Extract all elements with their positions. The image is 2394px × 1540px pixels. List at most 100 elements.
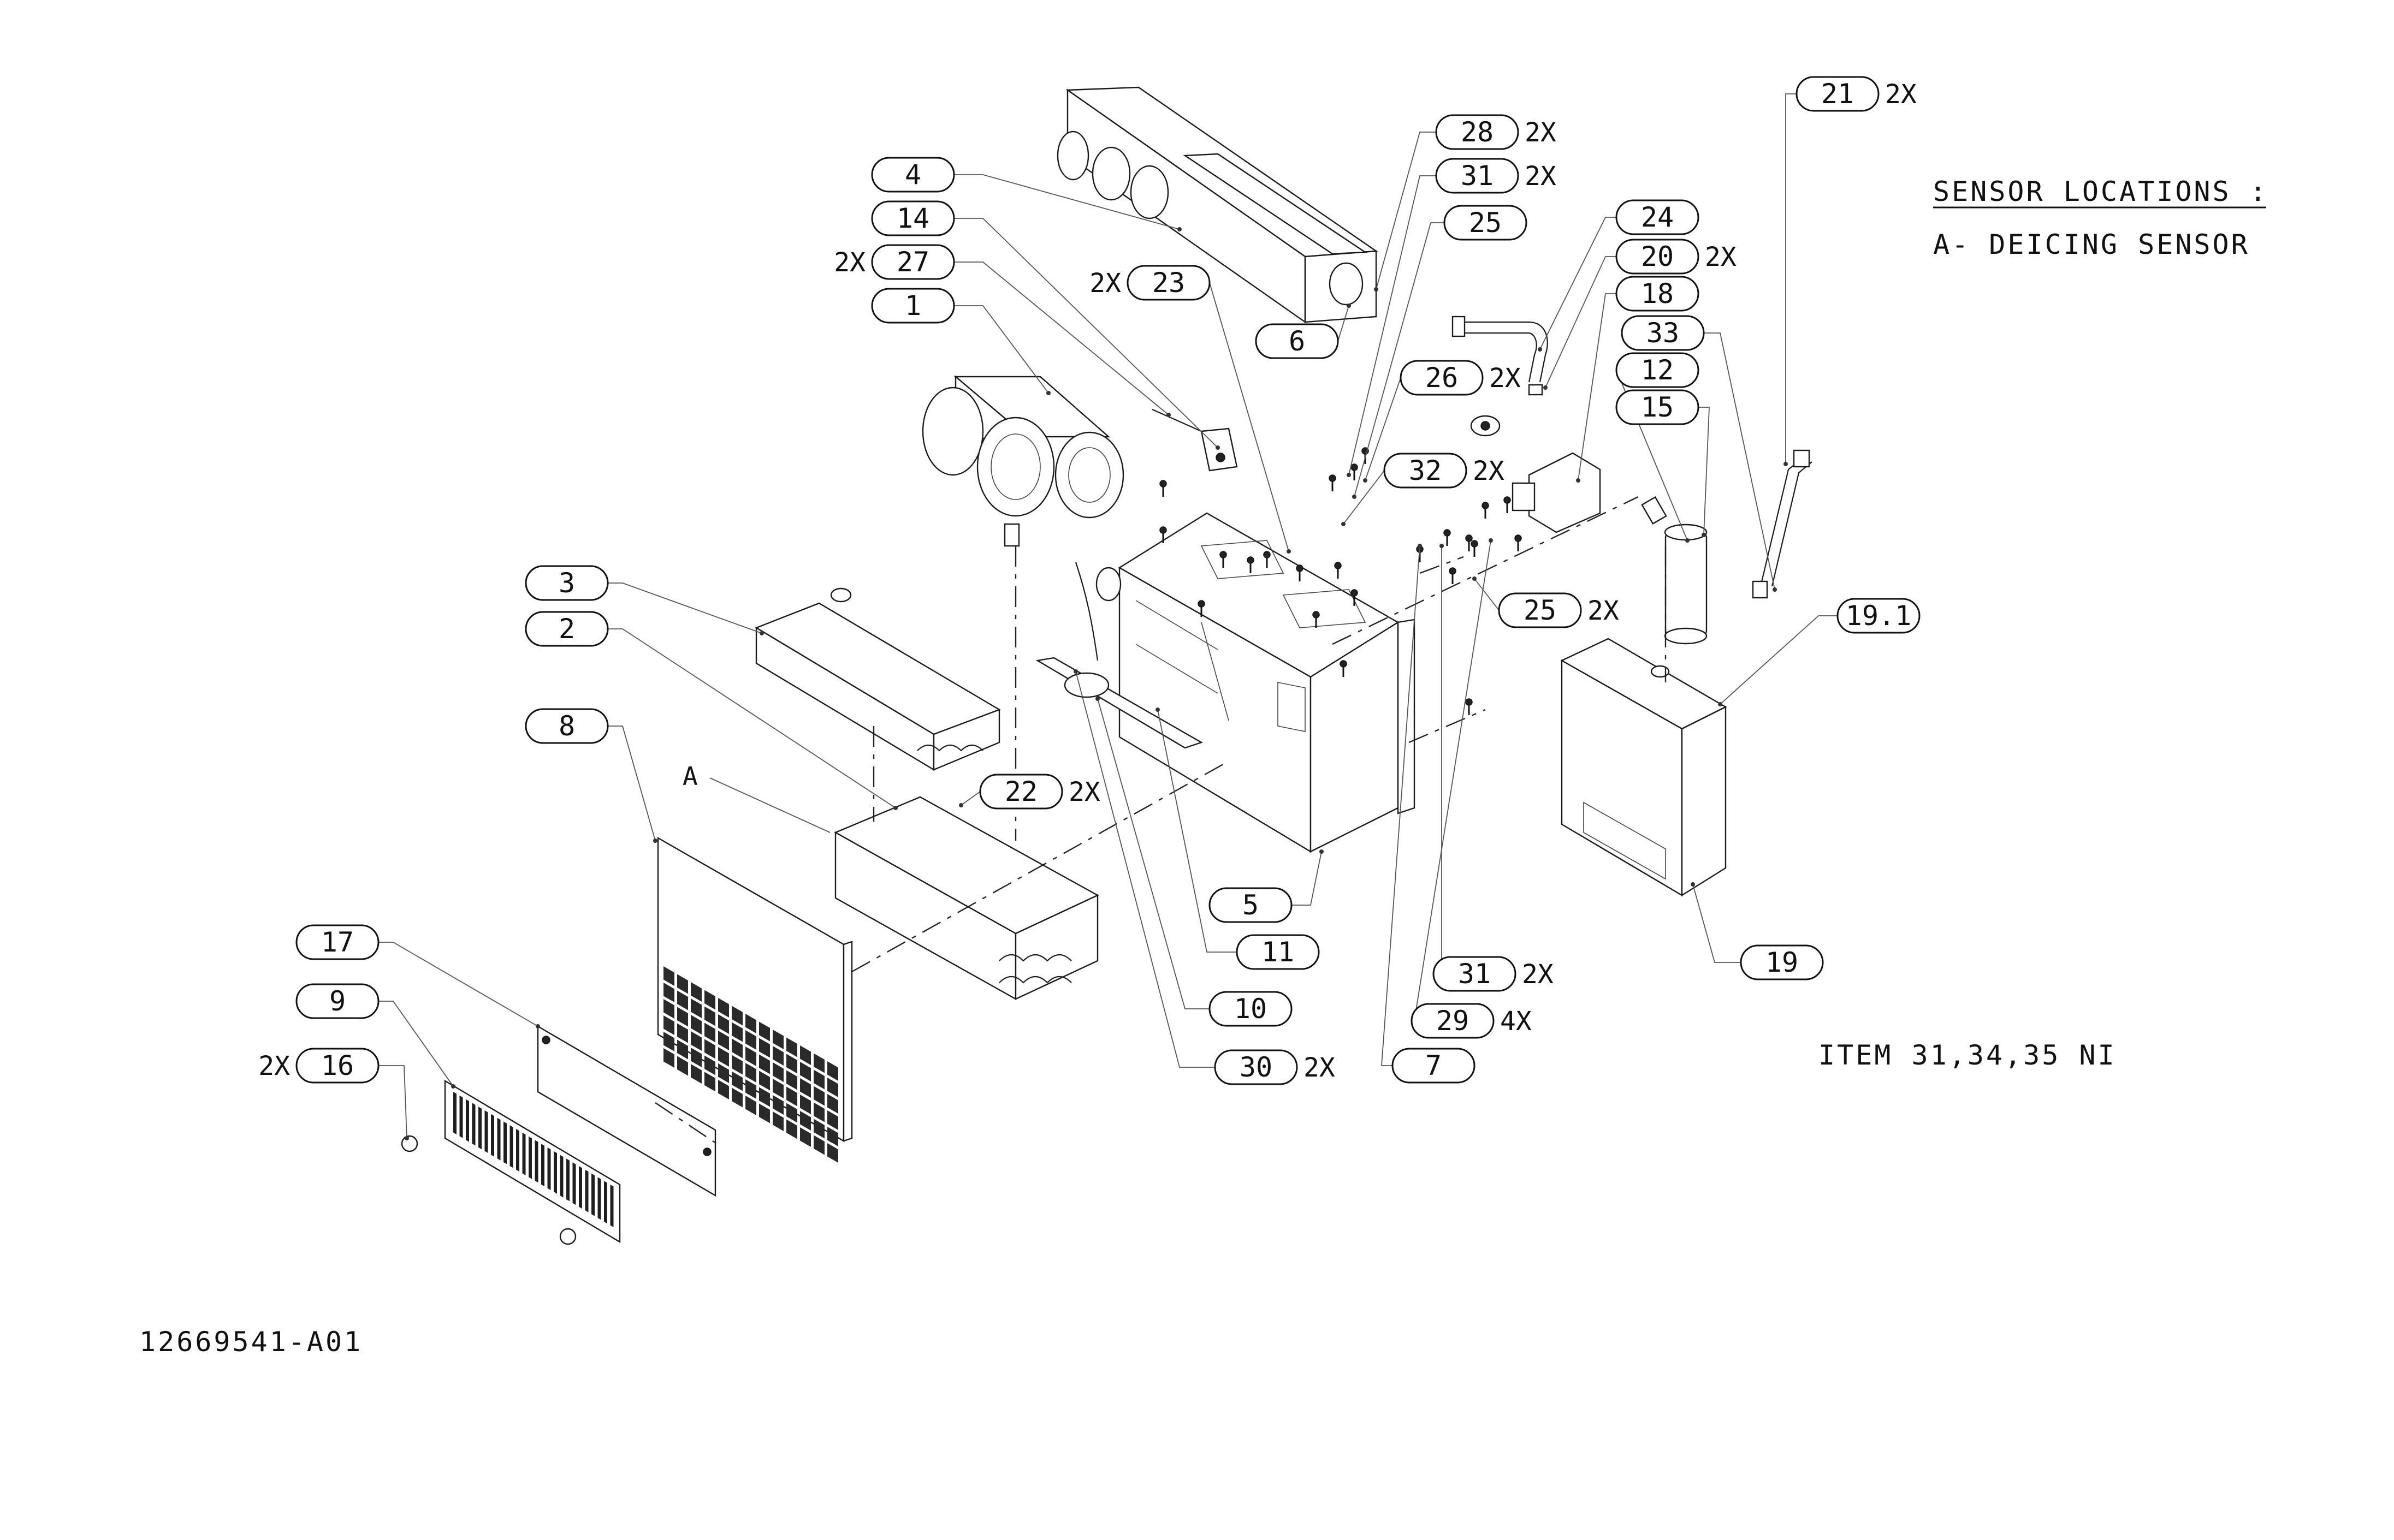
grille-cell [718,1080,729,1099]
callout-number: 19.1 [1846,600,1911,632]
callout-bubble [1236,934,1320,970]
part-5-main-housing [1118,512,1415,853]
leader-c2 [608,628,896,808]
leader-c191 [1720,615,1838,705]
leader-tip-c14 [1216,445,1220,450]
grille-cell [677,1039,688,1060]
part-24-hose [1451,316,1548,396]
callout-number: 7 [1425,1050,1442,1081]
grille-cell [677,1007,688,1027]
drawing-number: 12669541-A01 [139,1326,363,1358]
leader-tip-c7 [1418,544,1422,548]
leader-tip-c31a [1347,473,1351,477]
callout-number: 27 [897,246,929,278]
callout-c7: 7 [1391,1048,1475,1084]
leader-c20 [1545,256,1616,388]
leader-tip-c25b [1472,576,1477,581]
leader-c17 [378,942,538,1027]
part-17-filter [537,1025,716,1197]
callout-bubble [1411,1003,1495,1039]
grille-slot [472,1103,476,1146]
callout-c25b: 25 2X [1498,592,1619,628]
screw [1350,589,1358,597]
leader-c26 [1365,377,1401,481]
grille-cell [814,1086,825,1106]
part-1-blower [922,375,1124,547]
callout-c15: 15 [1615,389,1699,425]
part-33-liquid-line [1752,449,1812,599]
callout-quantity: 2X [1089,268,1121,299]
callout-quantity: 2X [1705,242,1737,272]
grille-cell [663,1048,674,1068]
leader-tip-c33 [1773,587,1777,592]
sensor-a-mark: A [683,762,698,791]
callout-number: 16 [321,1050,354,1081]
grille-cell [759,1021,770,1042]
grille-cell [732,1055,743,1075]
callout-number: 17 [321,926,354,958]
grille-cell [745,1063,756,1083]
callout-c4: 4 [871,157,955,193]
leader-tip-c18 [1576,478,1580,483]
callout-number: 25 [1524,594,1556,626]
grille-cell [773,1111,784,1131]
grille-cell [800,1045,811,1065]
part-8-front-panel [657,836,853,1163]
callout-bubble [1255,323,1339,359]
screw [1334,562,1342,569]
callout-number: 24 [1641,201,1674,233]
leader-c7 [1381,545,1420,1066]
callout-number: 18 [1641,278,1674,310]
grille-cell [718,1014,729,1034]
leader-c18 [1578,293,1616,481]
grille-slot [535,1140,538,1183]
grille-slot [484,1110,488,1153]
part-3-heater-core [755,587,1001,771]
callout-quantity: 4X [1500,1006,1532,1037]
grille-cell [827,1110,838,1130]
grille-slot [522,1132,526,1175]
leader-c33 [1704,332,1775,590]
leader-c15 [1698,407,1710,536]
callout-bubble [871,200,955,236]
grille-cell [786,1086,797,1107]
callout-bubble [1383,453,1467,489]
callout-quantity: 2X [1522,959,1554,990]
grille-cell [827,1127,838,1146]
callout-bubble [1796,76,1880,112]
grille-cell [827,1061,838,1081]
grille-cell [773,1030,784,1049]
screw [1219,551,1227,558]
grille-cell [677,1023,688,1043]
leader-tip-c26 [1363,478,1367,483]
leader-tip-c8 [653,839,657,843]
grille-cell [704,1006,715,1026]
callout-bubble [1621,315,1705,351]
grille-slot [497,1117,501,1161]
callout-bubble [1435,114,1519,150]
callout-c8: 8 [525,708,609,744]
leader-tip-c24 [1538,347,1542,352]
callout-quantity: 2X [1069,777,1100,807]
grille-slot [509,1125,513,1168]
grille-cell [677,990,688,1010]
part-19-condenser [1560,638,1727,897]
callout-bubble [1740,944,1824,980]
grille-cell [786,1103,797,1123]
callout-number: 1 [905,290,921,322]
grille-cell [745,1096,756,1115]
leader-c10 [1097,698,1210,1009]
grille-cell [691,1048,702,1067]
screw [1449,567,1456,575]
callout-number: 26 [1425,362,1458,394]
leader-c23 [1209,282,1289,552]
grille-slot [547,1147,551,1190]
callout-quantity: 2X [1587,596,1619,626]
grille-cell [827,1078,838,1097]
